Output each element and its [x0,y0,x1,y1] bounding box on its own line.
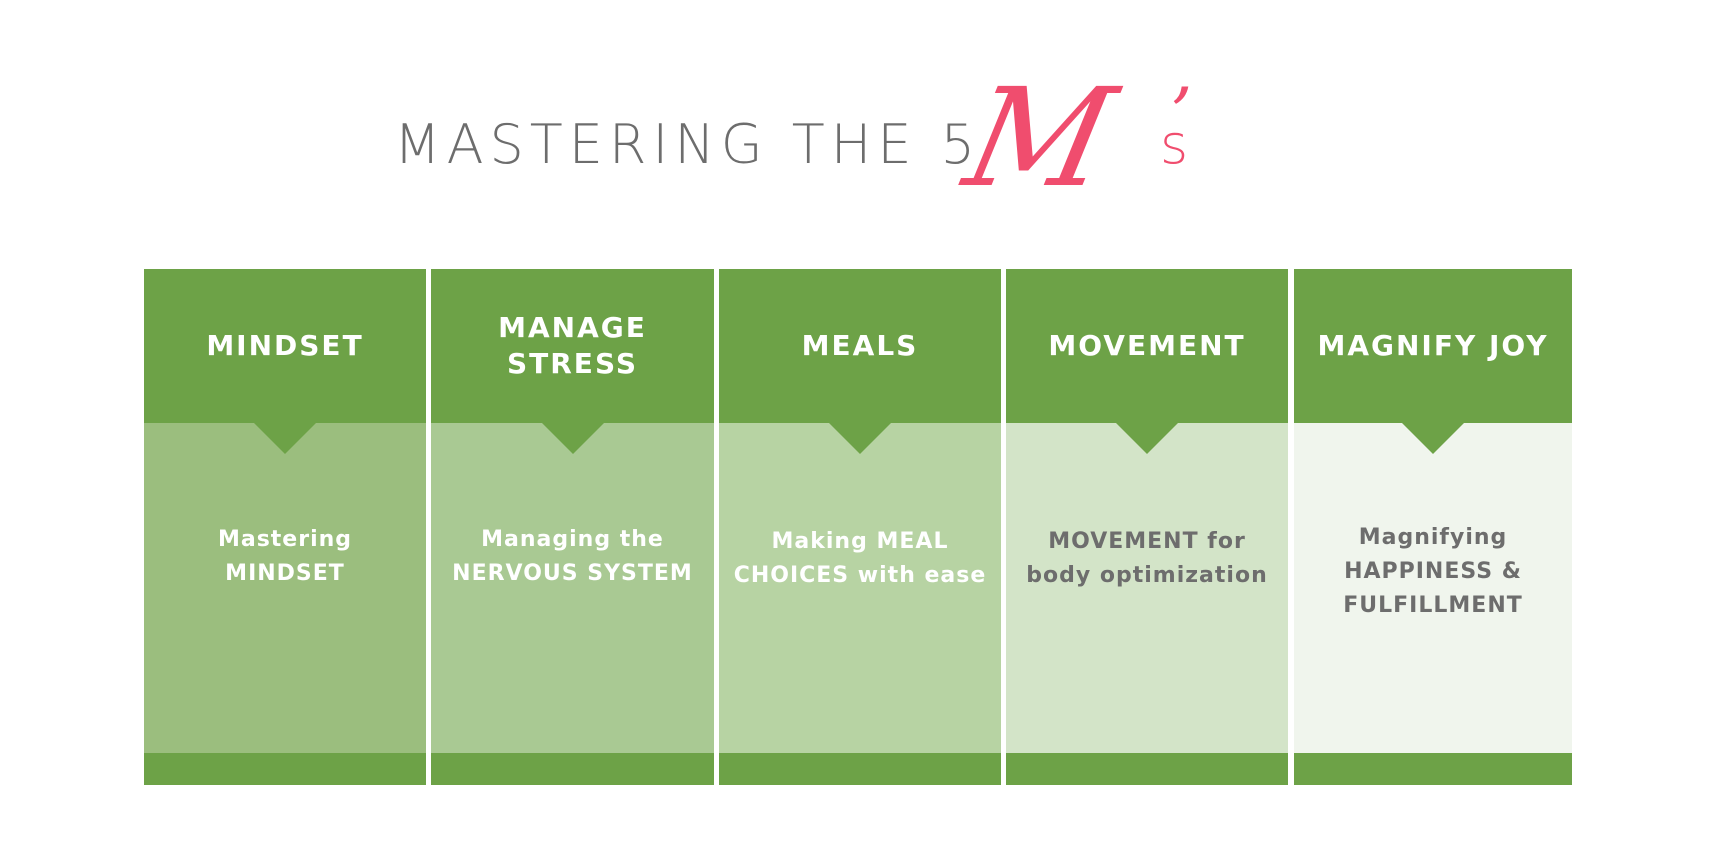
heading-text: MANAGE STRESS [488,310,657,382]
title-banner: MASTERING THE 5 M ’ s [0,0,1716,230]
column-description: Making MEAL CHOICES with ease [719,525,1001,593]
down-arrow-icon [1116,423,1178,454]
column-heading: MEALS [719,269,1001,423]
column-description: MOVEMENT for body optimization [1006,525,1288,593]
column-manage-stress: MANAGE STRESS Managing the NERVOUS SYSTE… [431,269,714,785]
page-title: MASTERING THE 5 [394,113,981,176]
description-line: MINDSET [225,561,345,586]
column-mindset: MINDSET Mastering MINDSET [144,269,426,785]
five-m-columns: MINDSET Mastering MINDSET MANAGE STRESS … [144,269,1572,785]
column-body [719,423,1001,753]
column-magnify-joy: MAGNIFY JOY Magnifying HAPPINESS & FULFI… [1294,269,1572,785]
column-body [1294,423,1572,753]
title-script-m: M [953,60,1127,218]
column-body [1006,423,1288,753]
description-line: NERVOUS SYSTEM [452,561,693,586]
column-body [431,423,714,753]
column-description: Mastering MINDSET [144,523,426,591]
column-movement: MOVEMENT MOVEMENT for body optimization [1006,269,1288,785]
description-line: CHOICES with ease [733,563,987,588]
column-heading: MANAGE STRESS [431,269,714,423]
column-footer [1294,753,1572,785]
description-line: Magnifying [1358,525,1508,550]
column-body [144,423,426,753]
column-description: Managing the NERVOUS SYSTEM [431,523,714,591]
description-line: Mastering [217,527,353,552]
heading-text: MINDSET [206,329,364,362]
column-footer [1006,753,1288,785]
heading-text: MOVEMENT [1048,329,1246,362]
column-heading: MAGNIFY JOY [1294,269,1572,423]
column-description: Magnifying HAPPINESS & FULFILLMENT [1294,521,1572,623]
description-line: Managing the [481,527,664,552]
column-footer [431,753,714,785]
down-arrow-icon [254,423,316,454]
description-line: body optimization [1026,563,1268,588]
column-footer [719,753,1001,785]
column-meals: MEALS Making MEAL CHOICES with ease [719,269,1001,785]
description-line: FULFILLMENT [1343,593,1523,618]
description-line: Making MEAL [771,529,949,554]
title-suffix: s [1160,113,1189,176]
description-line: HAPPINESS & [1344,559,1522,584]
column-heading: MOVEMENT [1006,269,1288,423]
title-apostrophe: ’ [1170,73,1193,155]
heading-line: MANAGE [498,311,647,344]
heading-line: STRESS [506,347,639,380]
down-arrow-icon [541,423,604,454]
description-line: MOVEMENT for [1048,529,1246,554]
column-heading: MINDSET [144,269,426,423]
down-arrow-icon [1402,423,1464,454]
down-arrow-icon [829,423,891,454]
heading-text: MEALS [801,329,919,362]
column-footer [144,753,426,785]
heading-text: MAGNIFY JOY [1317,329,1549,362]
